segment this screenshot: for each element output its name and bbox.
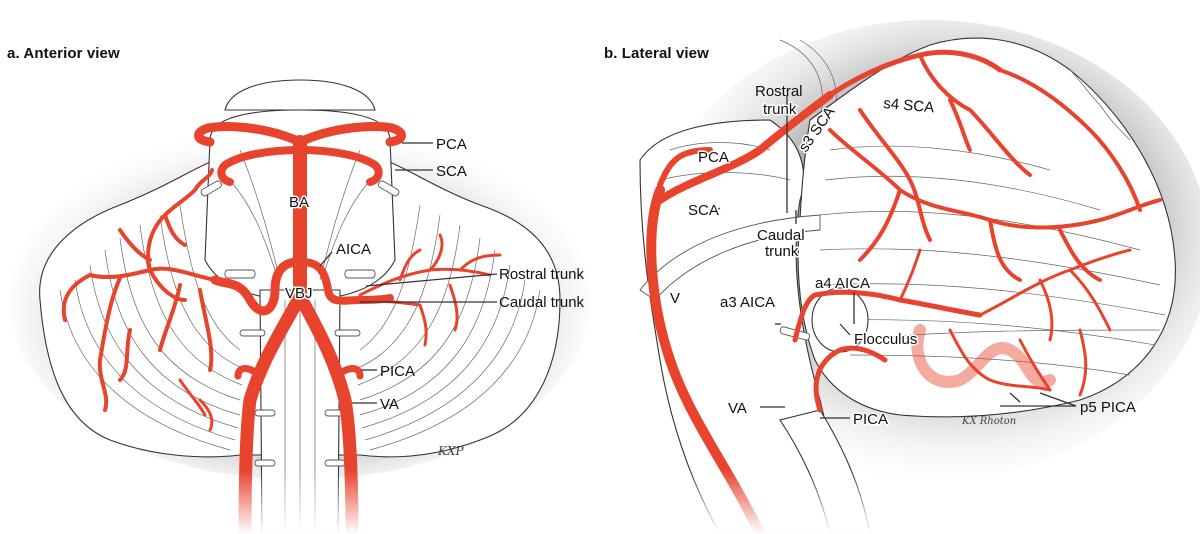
label-aica: AICA [336, 241, 371, 258]
label-caudal-trunk-line1: Caudal [757, 227, 805, 244]
p5-pica-branches [948, 328, 1088, 397]
pca-artery [194, 122, 406, 147]
lateral-view-illustration: Rostral trunk s3 SCA s4 SCA PCA SCA Caud… [600, 20, 1200, 534]
label-caudal-trunk: Caudal trunk [499, 294, 585, 311]
label-sca-lateral: SCA [688, 202, 719, 219]
cerebellar-folia-right [357, 204, 541, 451]
label-rostral-trunk-line2: trunk [763, 101, 797, 118]
cerebellar-hemisphere [797, 37, 1176, 418]
label-flocculus: Flocculus [854, 331, 917, 348]
lateral-pica [813, 345, 888, 413]
left-lower-branches [178, 378, 214, 432]
cranial-nerves [200, 180, 400, 467]
artist-signature-b: KX Rhoton [961, 416, 1016, 427]
aica-left [210, 257, 303, 316]
lateral-pca [657, 147, 713, 188]
rostral-trunk-branches [358, 233, 502, 297]
label-pica-lateral: PICA [853, 411, 888, 428]
hidden-pica-loop [911, 324, 1056, 388]
label-a4-aica: a4 AICA [815, 275, 870, 292]
anterior-view-illustration: PCA SCA BA AICA VBJ Rostral trunk Caudal… [0, 79, 600, 534]
panel-lateral-view: Rostral trunk s3 SCA s4 SCA PCA SCA Caud… [600, 0, 1200, 534]
pica-left [234, 365, 259, 380]
label-v-nerve: V [670, 290, 680, 307]
label-ba: BA [289, 194, 309, 211]
label-vbj: VBJ [285, 285, 313, 302]
label-rostral-trunk: Rostral trunk [499, 266, 585, 283]
label-caudal-trunk-line2: trunk [765, 243, 799, 260]
hemisphere-folia [819, 69, 1166, 376]
label-rostral-trunk-line1: Rostral [755, 83, 803, 100]
panel-a-title: a. Anterior view [7, 45, 120, 62]
sca-artery [217, 146, 383, 186]
label-p5-pica: p5 PICA [1080, 399, 1136, 416]
aica-distal-branches [898, 248, 1132, 342]
artist-signature: KXP [437, 444, 465, 458]
label-va: VA [380, 396, 399, 413]
caudal-trunk-branches-lateral [828, 128, 1162, 282]
panel-anterior-view: a. Anterior view [0, 45, 600, 534]
lateral-basilar-sca-trunk [656, 91, 834, 204]
label-sca: SCA [436, 163, 467, 180]
bottom-fade-b [600, 470, 1200, 534]
label-pica: PICA [380, 363, 415, 380]
s4-sca-branches [858, 53, 1142, 242]
left-hemisphere-branches [61, 168, 217, 412]
midbrain-top [224, 79, 376, 111]
label-va-lateral: VA [728, 400, 747, 417]
label-pca-lateral: PCA [698, 149, 729, 166]
label-pca: PCA [436, 136, 467, 153]
panel-b-title: b. Lateral view [604, 45, 709, 62]
lateral-aica [792, 289, 983, 343]
leader-lines-b [711, 95, 1077, 419]
leader-lines-a [319, 142, 498, 404]
aica-right [298, 258, 394, 305]
pica-right [338, 365, 364, 380]
label-a3-aica: a3 AICA [720, 294, 775, 311]
bottom-fade [0, 470, 600, 534]
